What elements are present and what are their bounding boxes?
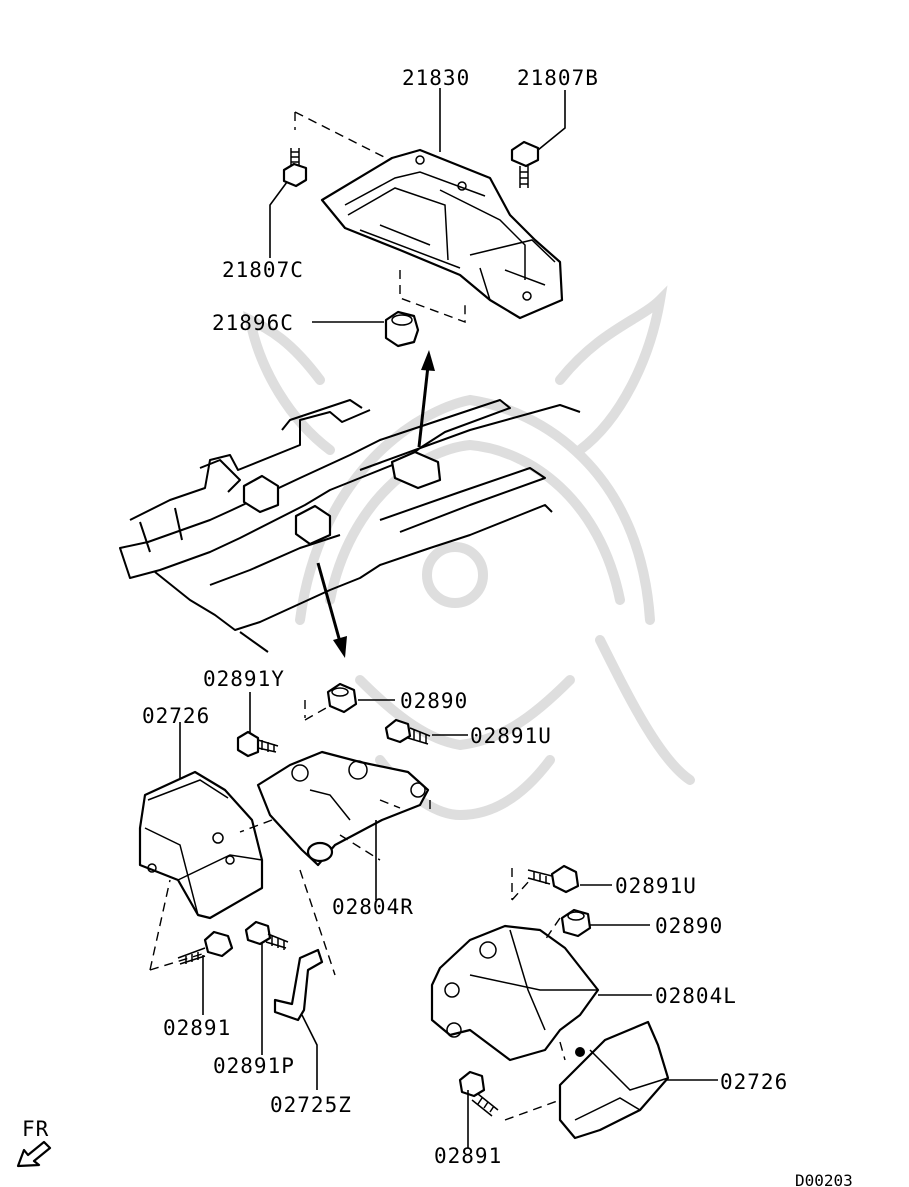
front-direction-label: FR bbox=[22, 1117, 49, 1141]
dash-lines-right-assembly bbox=[504, 868, 566, 1121]
bolt-02891-right bbox=[458, 1070, 499, 1117]
label-02725Z: 02725Z bbox=[270, 1093, 352, 1117]
label-02726-left: 02726 bbox=[142, 704, 210, 728]
insulator-02726-left bbox=[138, 770, 264, 920]
label-02891Y: 02891Y bbox=[203, 667, 285, 691]
nut-21896C bbox=[384, 310, 420, 348]
label-02891-left: 02891 bbox=[163, 1016, 231, 1040]
leader-lines bbox=[179, 88, 718, 1148]
arrow-down-to-02804R bbox=[316, 562, 347, 658]
label-02891P: 02891P bbox=[213, 1054, 295, 1078]
nut-02890-right bbox=[560, 908, 592, 938]
label-02890-right: 02890 bbox=[655, 914, 723, 938]
bracket-02804R bbox=[256, 750, 430, 867]
insulator-02726-right bbox=[558, 1020, 670, 1140]
label-02804L: 02804L bbox=[655, 984, 737, 1008]
label-02891-right: 02891 bbox=[434, 1144, 502, 1168]
clip-02725Z bbox=[273, 948, 324, 1022]
bolt-02891U-right bbox=[527, 864, 580, 894]
label-02891U-top: 02891U bbox=[470, 724, 552, 748]
transmission-mount-21830 bbox=[320, 148, 564, 320]
arrow-up-to-21830 bbox=[417, 350, 435, 448]
diagram-code: D00203 bbox=[795, 1171, 853, 1187]
front-arrow-icon bbox=[16, 1140, 52, 1168]
label-21896C: 21896C bbox=[212, 311, 294, 335]
label-02726-right: 02726 bbox=[720, 1070, 788, 1094]
label-21830: 21830 bbox=[402, 66, 470, 90]
bolt-21807C bbox=[282, 148, 308, 188]
label-02891U-right: 02891U bbox=[615, 874, 697, 898]
bolt-02891P bbox=[244, 920, 289, 950]
bracket-02804L bbox=[430, 924, 600, 1062]
front-direction-indicator: FR bbox=[16, 1117, 52, 1168]
nut-02890-top bbox=[326, 682, 358, 714]
label-21807C: 21807C bbox=[222, 258, 304, 282]
dash-line-21807C bbox=[294, 111, 391, 161]
bolt-21807B bbox=[510, 140, 540, 188]
dash-line-21896C bbox=[399, 270, 466, 324]
bolt-02891Y bbox=[236, 730, 279, 758]
bolt-02891-left bbox=[177, 930, 234, 965]
dash-lines-left-assembly bbox=[149, 699, 431, 976]
label-21807B: 21807B bbox=[517, 66, 599, 90]
bolt-02891U-top bbox=[384, 718, 431, 745]
chassis-frame bbox=[119, 399, 581, 653]
label-02890-top: 02890 bbox=[400, 689, 468, 713]
label-02804R: 02804R bbox=[332, 895, 414, 919]
